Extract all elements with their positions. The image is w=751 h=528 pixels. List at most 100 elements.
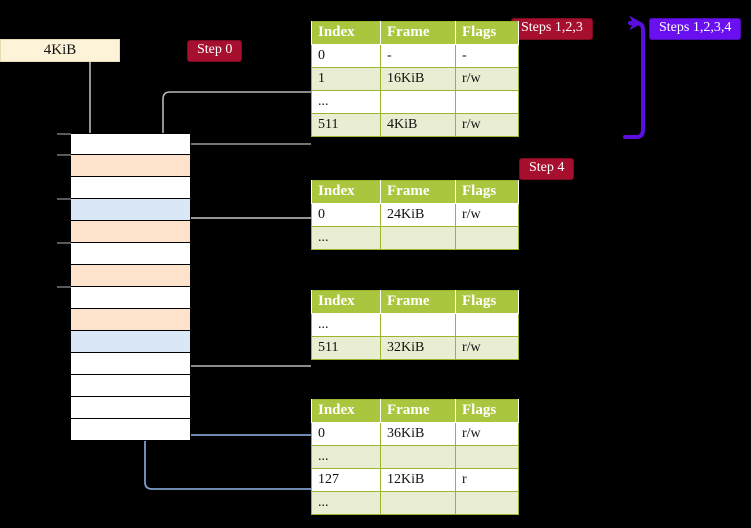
- memory-row: [71, 397, 190, 419]
- table-cell: [455, 90, 519, 114]
- table-cell: 0: [311, 422, 381, 446]
- table-cell: [380, 313, 456, 337]
- table-cell: [380, 226, 456, 250]
- table-cell: 0: [311, 44, 381, 68]
- table-cell: -: [455, 44, 519, 68]
- table-cell: [455, 491, 519, 515]
- table-cell: r/w: [455, 67, 519, 91]
- table-cell: 16KiB: [380, 67, 456, 91]
- table-cell: 1: [311, 67, 381, 91]
- table-cell: 4KiB: [380, 113, 456, 137]
- table-cell: r/w: [455, 422, 519, 446]
- memory-row-tick: [57, 198, 71, 200]
- table-cell: 32KiB: [380, 336, 456, 360]
- memory-row: [71, 265, 190, 287]
- table-cell: 511: [311, 113, 381, 137]
- table-cell: 127: [311, 468, 381, 492]
- table-cell: 511: [311, 336, 381, 360]
- table-cell: ...: [311, 445, 381, 469]
- badge-steps-1-2-3-text: Steps 1,2,3: [512, 19, 592, 39]
- memory-row: [71, 309, 190, 331]
- table-cell: ...: [311, 491, 381, 515]
- table-cell: r/w: [455, 203, 519, 227]
- table-cell: 12KiB: [380, 468, 456, 492]
- memory-row: [57, 198, 190, 221]
- table-cell: ...: [311, 226, 381, 250]
- memory-row: [57, 154, 190, 177]
- badge-steps-1-2-3-4-text: Steps 1,2,3,4: [650, 19, 741, 39]
- memory-row: [71, 375, 190, 397]
- column-header-index: Index: [311, 21, 381, 45]
- badge-step-0: Step 0: [188, 40, 242, 61]
- table-cell: -: [380, 44, 456, 68]
- memory-row-tick: [57, 133, 71, 135]
- memory-row: [71, 177, 190, 199]
- memory-row: [57, 133, 190, 155]
- badge-step-4: Step 4: [520, 158, 574, 179]
- memory-row: [71, 419, 190, 441]
- column-header-frame: Frame: [380, 180, 456, 204]
- badge-step-0-text: Step 0: [188, 41, 242, 61]
- table-cell: [455, 313, 519, 337]
- table-cell: [380, 491, 456, 515]
- table-cell: [455, 445, 519, 469]
- column-header-frame: Frame: [380, 290, 456, 314]
- memory-row: [57, 242, 190, 265]
- column-header-flags: Flags: [455, 399, 519, 423]
- memory-row: [57, 286, 190, 309]
- table-cell: r/w: [455, 113, 519, 137]
- table-cell: 0: [311, 203, 381, 227]
- column-header-frame: Frame: [380, 21, 456, 45]
- table-row: ...: [311, 313, 519, 337]
- table-row: ...: [311, 445, 519, 469]
- memory-row-tick: [57, 286, 71, 288]
- table-cell: 36KiB: [380, 422, 456, 446]
- column-header-index: Index: [311, 399, 381, 423]
- column-header-index: Index: [311, 180, 381, 204]
- badge-steps-1-2-3: Steps 1,2,3: [512, 18, 592, 39]
- memory-row: [71, 221, 190, 243]
- column-header-frame: Frame: [380, 399, 456, 423]
- table-row: 0--: [311, 44, 519, 68]
- table-row: ...: [311, 90, 519, 114]
- table-cell: ...: [311, 90, 381, 114]
- table-cell: r/w: [455, 336, 519, 360]
- table-cell: 24KiB: [380, 203, 456, 227]
- badge-steps-1-2-3-4: Steps 1,2,3,4: [650, 18, 741, 39]
- memory-row-tick: [57, 154, 71, 156]
- table-row: ...: [311, 491, 519, 515]
- memory-row-tick: [57, 242, 71, 244]
- size-label: 4KiB: [0, 39, 120, 62]
- table-row: ...: [311, 226, 519, 250]
- memory-row: [71, 331, 190, 353]
- table-cell: r: [455, 468, 519, 492]
- column-header-flags: Flags: [455, 180, 519, 204]
- memory-row: [71, 353, 190, 375]
- memory-column: [57, 133, 191, 441]
- column-header-index: Index: [311, 290, 381, 314]
- table-cell: [455, 226, 519, 250]
- table-cell: [380, 445, 456, 469]
- table-cell: ...: [311, 313, 381, 337]
- column-header-flags: Flags: [455, 290, 519, 314]
- column-header-flags: Flags: [455, 21, 519, 45]
- badge-step-4-text: Step 4: [520, 159, 574, 179]
